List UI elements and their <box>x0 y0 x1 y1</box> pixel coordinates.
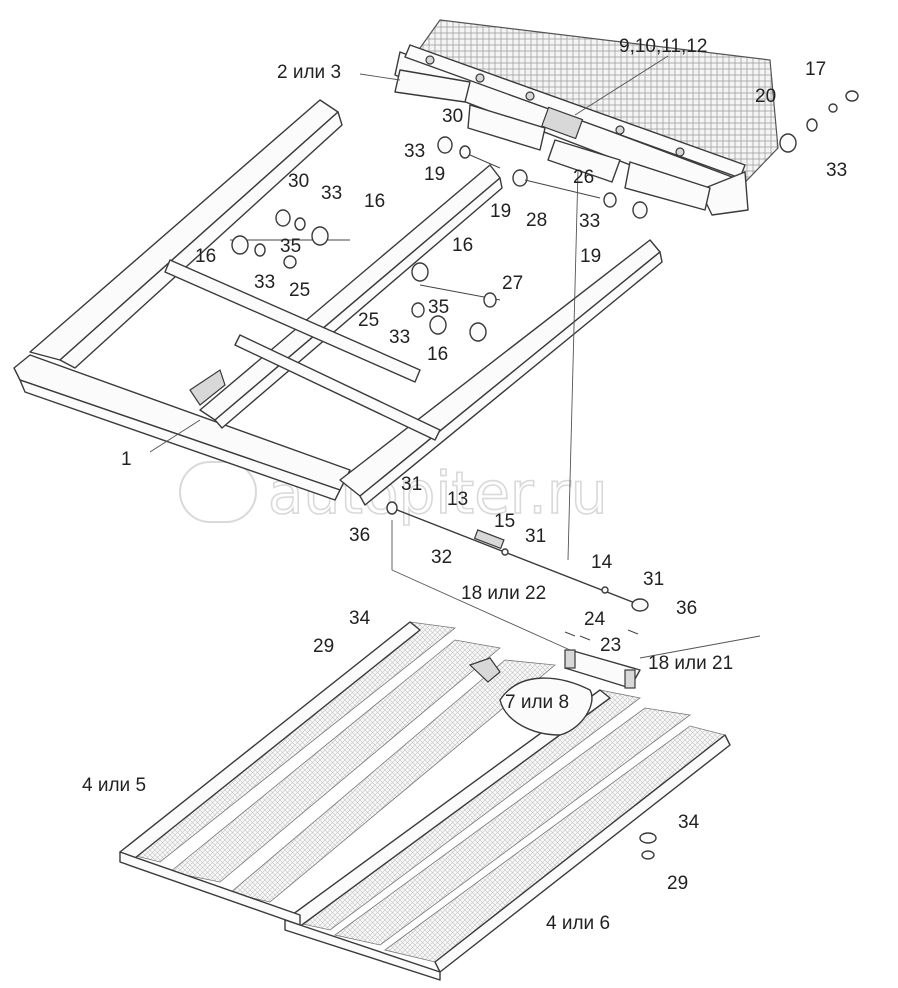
label-36-a: 36 <box>349 525 370 546</box>
label-31-a: 31 <box>401 474 422 495</box>
label-16-d: 16 <box>427 344 448 365</box>
label-29-b: 29 <box>667 873 688 894</box>
frame-assembly <box>13 99 663 506</box>
label-4-6: 4 или 6 <box>546 913 610 934</box>
label-18-22: 18 или 22 <box>461 583 546 604</box>
label-19-c: 19 <box>580 246 601 267</box>
label-13: 13 <box>447 489 468 510</box>
actuator <box>564 629 641 689</box>
label-33-top: 33 <box>404 141 425 162</box>
label-30-top: 30 <box>442 106 463 127</box>
label-29-a: 29 <box>313 636 334 657</box>
label-35-a: 35 <box>280 236 301 257</box>
rod-assembly <box>386 501 649 612</box>
label-2-3: 2 или 3 <box>277 62 341 83</box>
label-23: 23 <box>600 635 621 656</box>
label-7-8: 7 или 8 <box>505 692 569 713</box>
label-26: 26 <box>573 167 594 188</box>
label-27: 27 <box>502 273 523 294</box>
label-24: 24 <box>584 609 606 630</box>
label-4-5: 4 или 5 <box>82 775 146 796</box>
hardware-top-right <box>779 90 859 153</box>
label-15: 15 <box>494 511 515 532</box>
label-33-left: 33 <box>321 183 342 204</box>
label-35-b: 35 <box>428 297 449 318</box>
leader-lines <box>149 55 761 659</box>
label-20: 20 <box>755 86 776 107</box>
label-31-b: 31 <box>525 526 546 547</box>
lower-sieve-assembly <box>119 621 731 981</box>
label-31-c: 31 <box>643 569 664 590</box>
label-32: 32 <box>431 547 452 568</box>
label-36-b: 36 <box>676 598 697 619</box>
label-18-21: 18 или 21 <box>648 653 733 674</box>
label-19-b: 19 <box>490 201 511 222</box>
label-30-left: 30 <box>288 171 309 192</box>
callout-labels: 1 2 или 3 9,10,11,12 17 20 33 30 33 19 2… <box>82 36 847 934</box>
label-19-a: 19 <box>424 164 445 185</box>
label-16-b: 16 <box>452 235 473 256</box>
label-34-b: 34 <box>678 812 700 833</box>
label-14: 14 <box>591 552 613 573</box>
label-33-c: 33 <box>389 327 410 348</box>
label-16-c: 16 <box>195 246 216 267</box>
label-28: 28 <box>526 210 547 231</box>
label-33-right: 33 <box>826 160 847 181</box>
fasteners-middle <box>230 136 648 342</box>
label-25-b: 25 <box>358 310 379 331</box>
label-16-a: 16 <box>364 191 385 212</box>
label-9-12: 9,10,11,12 <box>619 36 707 57</box>
label-17: 17 <box>805 59 826 80</box>
upper-sieve-assembly <box>394 19 779 216</box>
label-33-low: 33 <box>254 272 275 293</box>
label-34-a: 34 <box>349 608 371 629</box>
label-33-mid: 33 <box>579 211 600 232</box>
label-1: 1 <box>121 449 132 470</box>
label-25-a: 25 <box>289 280 310 301</box>
